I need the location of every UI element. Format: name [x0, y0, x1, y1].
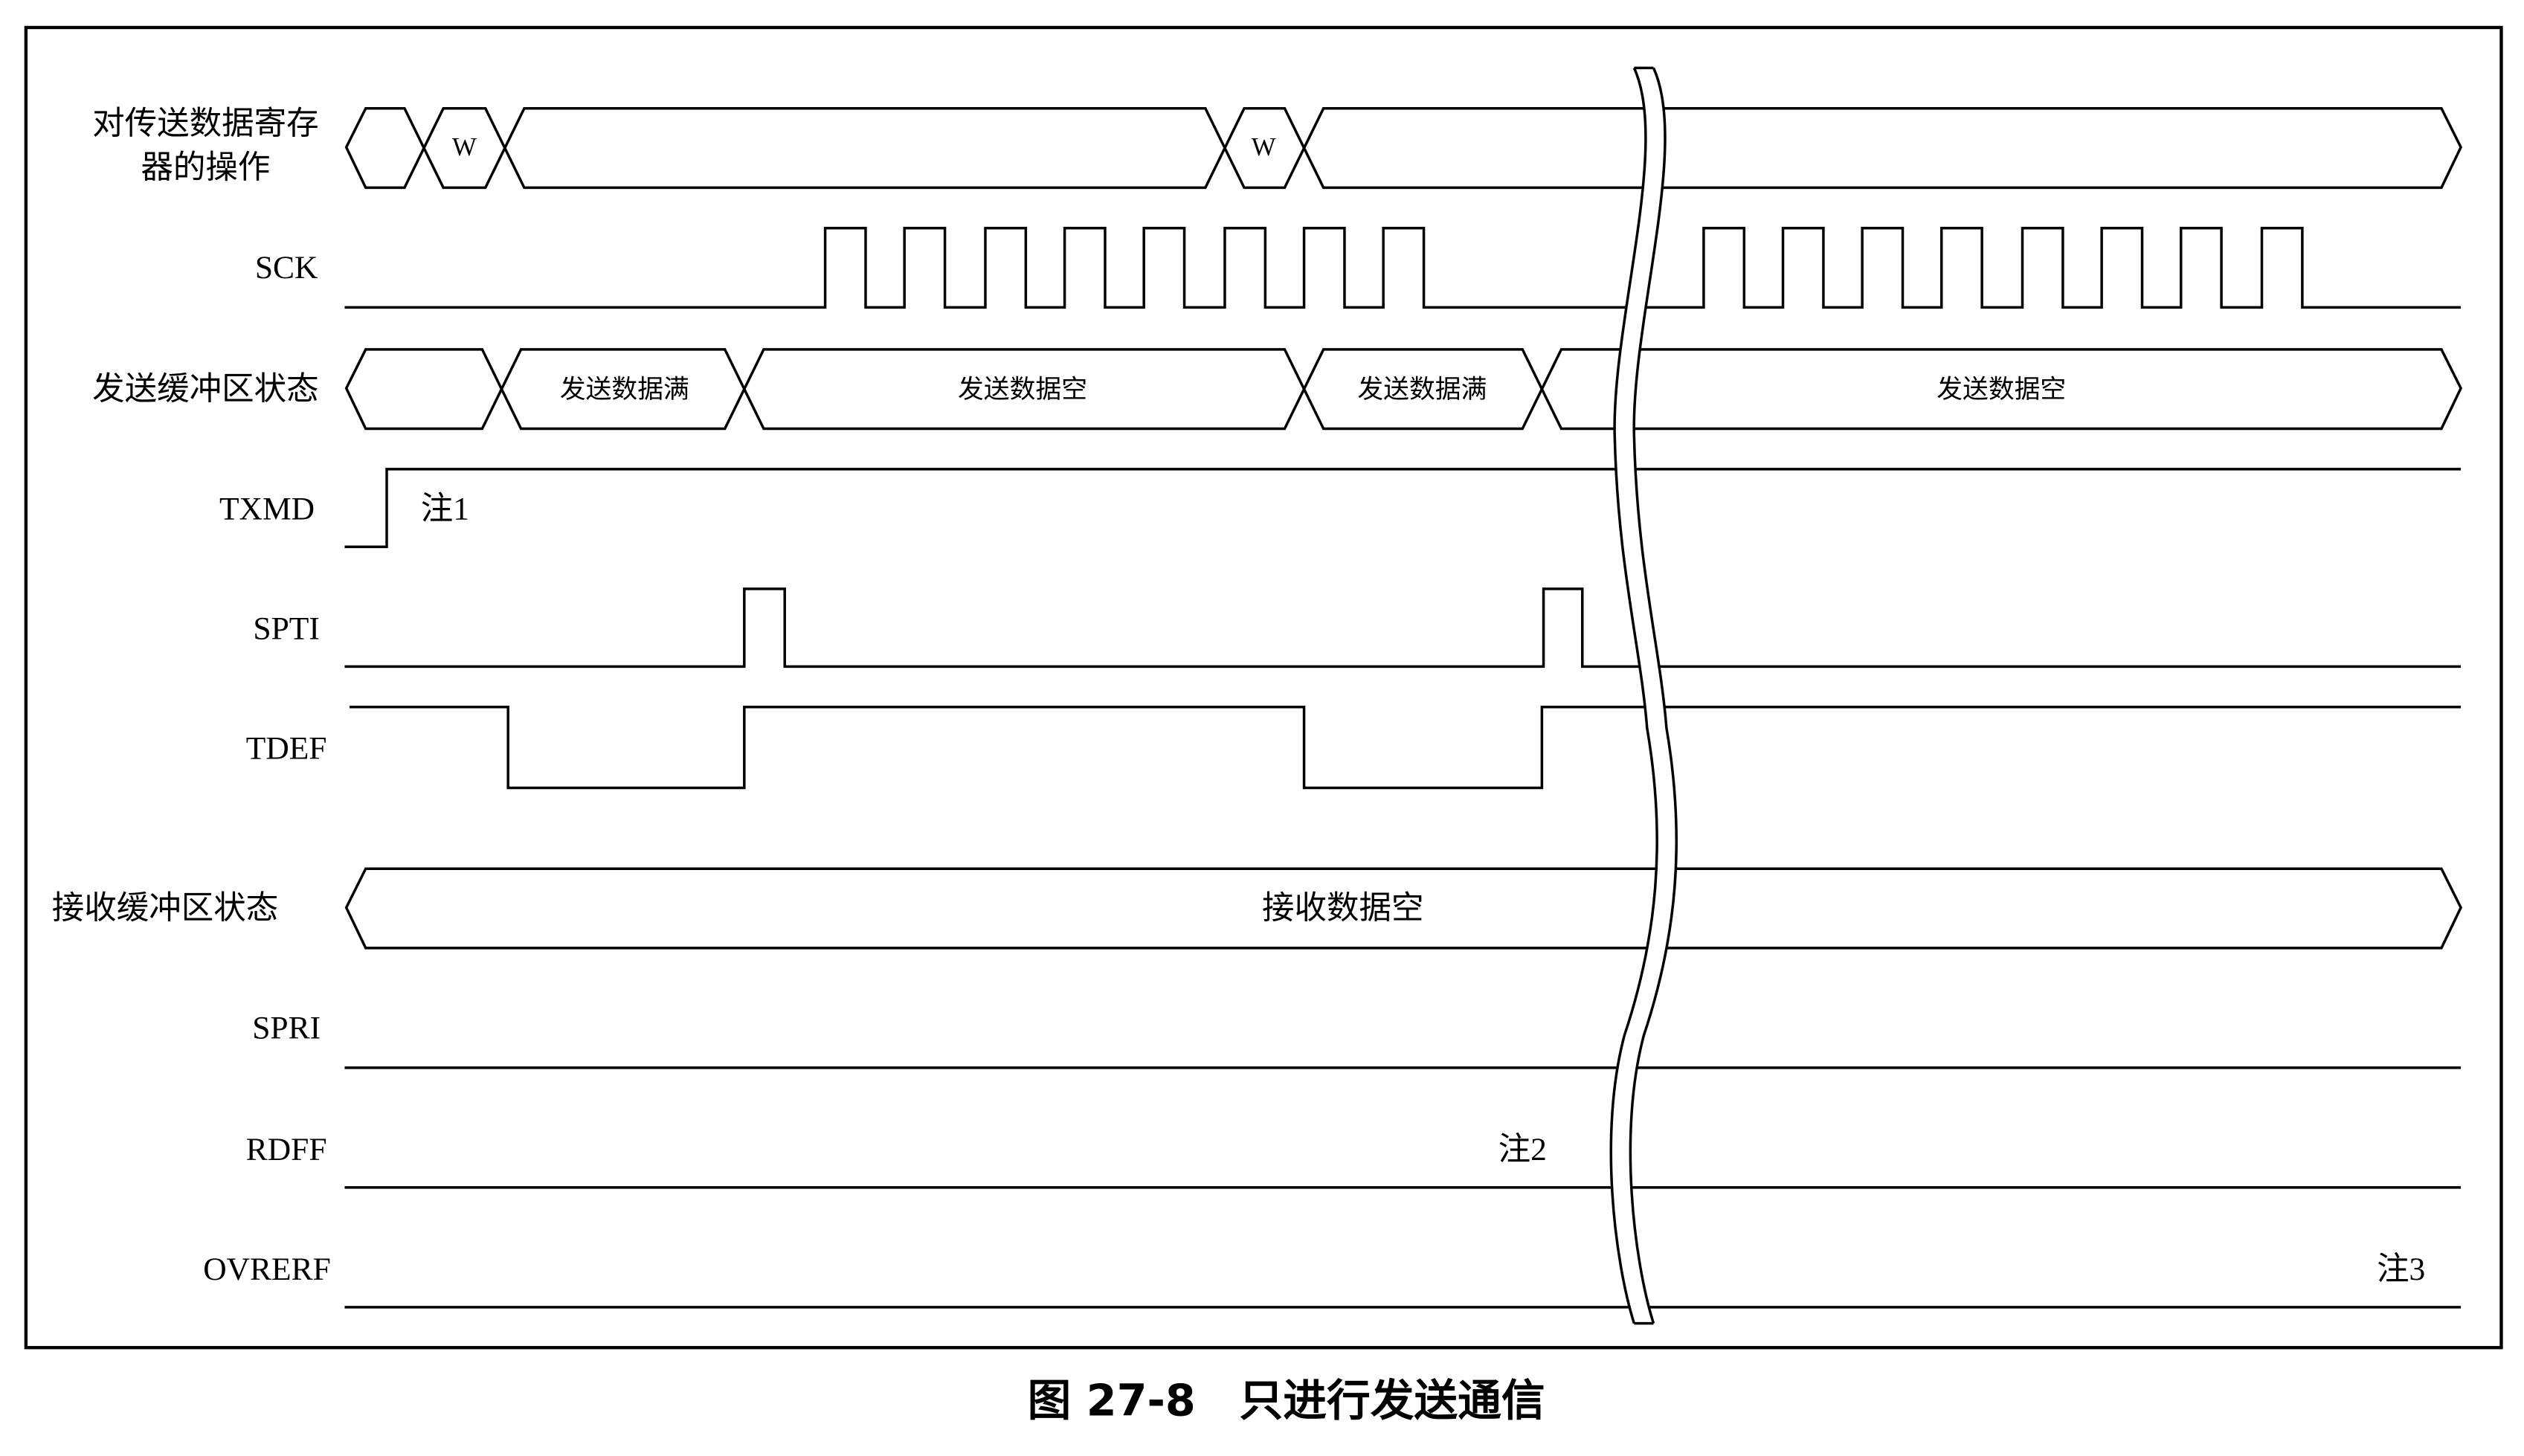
label-spti: SPTI — [253, 611, 319, 646]
label-tx-reg-op-2: 器的操作 — [141, 149, 270, 185]
label-ovrerf: OVRERF — [203, 1252, 331, 1287]
note-1: 注1 — [421, 491, 469, 526]
sck-waveform — [344, 227, 2462, 309]
tx-buffer-state-1: 发送数据满 — [560, 375, 689, 404]
label-sck: SCK — [255, 250, 318, 286]
tx-buffer-state-2: 发送数据空 — [958, 375, 1087, 404]
tx-reg-state-w-1: W — [452, 132, 477, 161]
note-3: 注3 — [2377, 1252, 2425, 1287]
label-txmd: TXMD — [219, 491, 315, 526]
label-rdff: RDFF — [246, 1132, 327, 1167]
diagram-frame — [24, 25, 2503, 1350]
txmd-waveform — [344, 468, 2462, 549]
tdef-waveform — [349, 705, 2462, 790]
figure-caption: 图 27-8 只进行发送通信 — [1028, 1375, 1545, 1426]
time-break-mark — [1609, 63, 1678, 1327]
tx-buffer-waveform: 发送数据满 发送数据空 发送数据满 发送数据空 — [344, 348, 2463, 431]
tx-reg-op-waveform: W W — [344, 107, 2463, 190]
tx-reg-state-w-2: W — [1252, 132, 1276, 161]
label-tx-reg-op-1: 对传送数据寄存 — [92, 106, 319, 142]
label-tx-buffer: 发送缓冲区状态 — [92, 371, 319, 407]
label-tdef: TDEF — [246, 730, 327, 766]
tx-buffer-state-3: 发送数据满 — [1357, 375, 1487, 404]
tx-buffer-state-4: 发送数据空 — [1937, 375, 2066, 404]
rx-buffer-waveform: 接收数据空 — [344, 867, 2463, 950]
note-2: 注2 — [1498, 1132, 1547, 1167]
label-spri: SPRI — [252, 1011, 321, 1046]
label-rx-buffer: 接收缓冲区状态 — [52, 891, 279, 927]
spti-waveform — [344, 587, 2462, 669]
rx-buffer-state: 接收数据空 — [1262, 891, 1424, 927]
